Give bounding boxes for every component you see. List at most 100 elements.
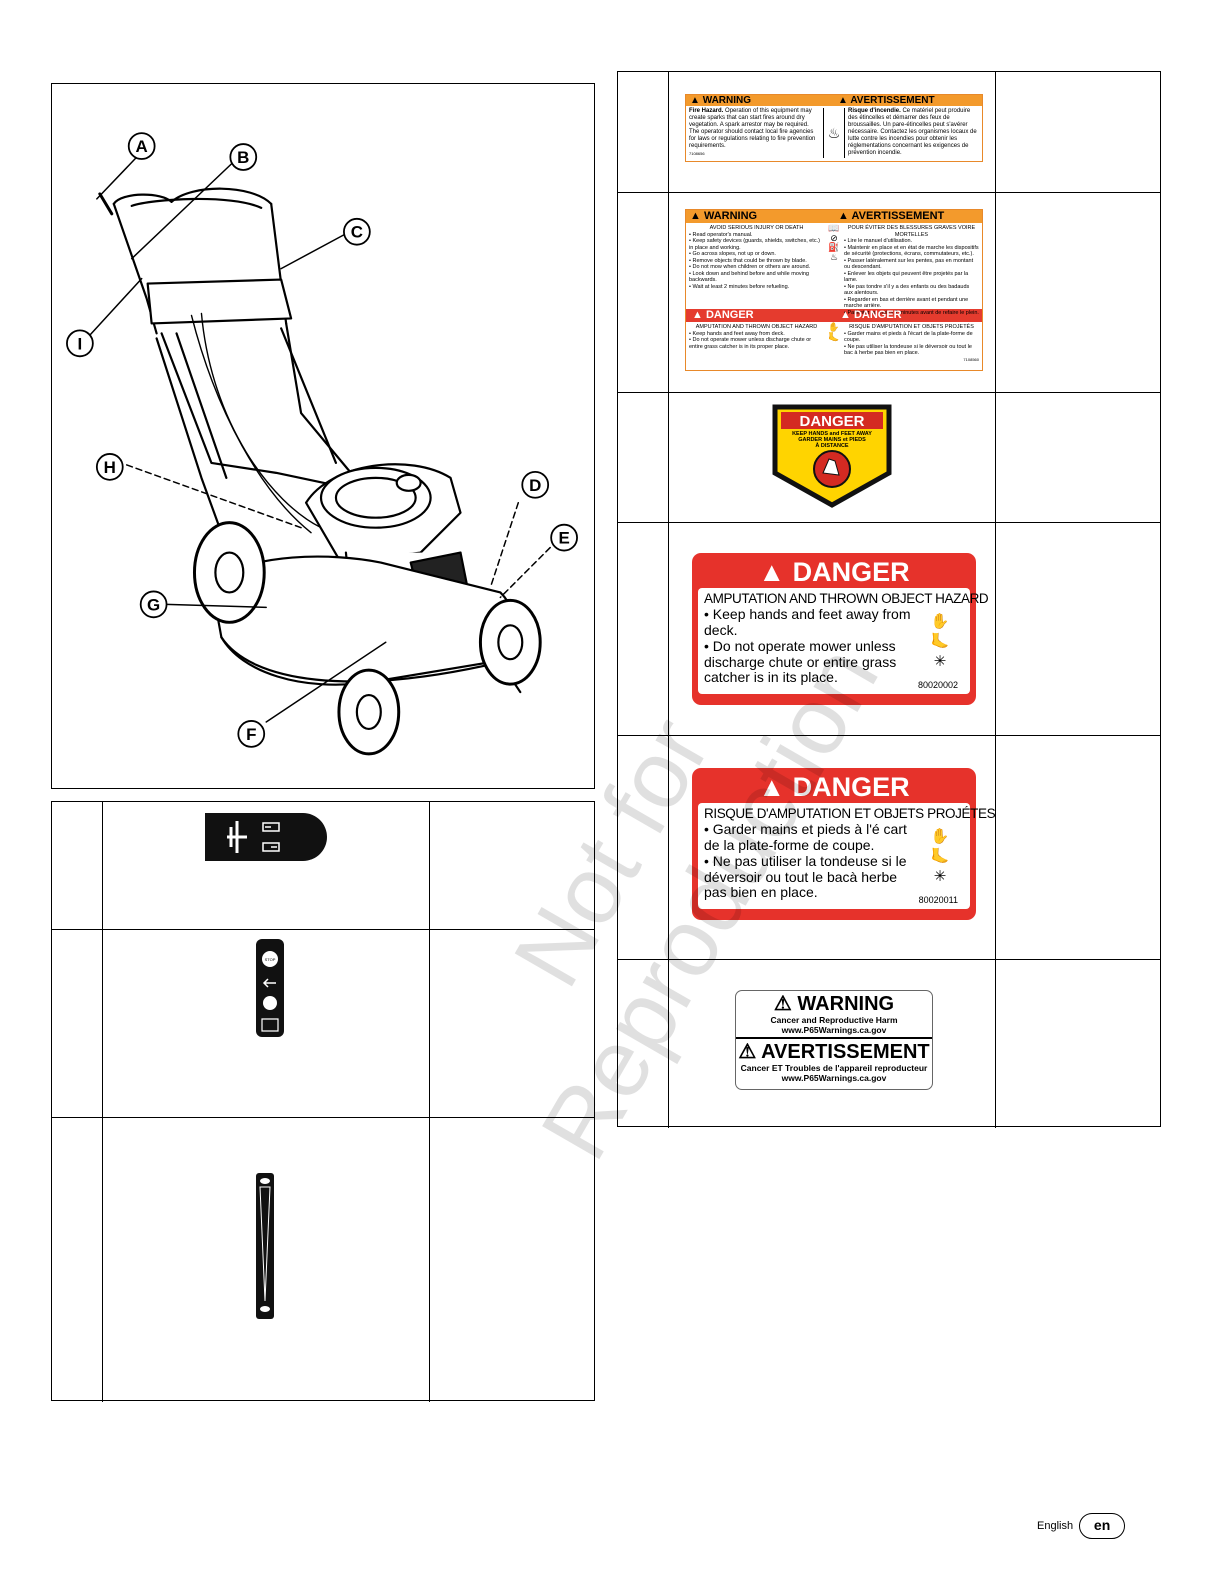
foot-icon: 🦶 <box>930 848 950 865</box>
prop65-line-fr: Cancer ET Troubles de l'appareil reprodu… <box>740 1063 928 1073</box>
combined-hazard-en: AMPUTATION AND THROWN OBJECT HAZARD <box>695 324 818 330</box>
safety-icons: 📖 ⊘ ⛽ ♨ <box>824 223 844 307</box>
combined-code: 7108560 <box>963 356 979 362</box>
hand-icon: ✋ <box>930 828 950 845</box>
combined-item-fr: Maintenir en place et en état de marche … <box>844 244 979 258</box>
combined-sub-en: AVOID SERIOUS INJURY OR DEATH <box>709 225 804 231</box>
fire-icon: ♨ <box>829 251 839 262</box>
combined-hazard-item-fr: Ne pas utiliser la tondeuse si le dévers… <box>844 343 972 357</box>
combined-safety-decal: ▲ WARNING ▲ AVERTISSEMENT AVOID SERIOUS … <box>685 209 983 371</box>
hazard-pictograms: ✋ 🦶 ✳ <box>922 612 958 672</box>
foot-icon: 🦶 <box>828 331 840 342</box>
mower-figure: A B C D E F G H I <box>51 83 595 789</box>
combined-hazard-fr: RISQUE D'AMPUTATION ET OBJETS PROJETÉS <box>849 324 974 330</box>
danger-fr-title: DANGER <box>792 772 910 802</box>
callout-g: G <box>147 595 160 614</box>
manual-icon: 📖 <box>828 223 840 233</box>
danger-en-title: DANGER <box>792 557 910 587</box>
mower-illustration: A B C D E F G H I <box>66 132 578 756</box>
callout-a: A <box>136 137 148 156</box>
danger-decal-french: ▲ DANGER RISQUE D'AMPUTATION ET OBJETS P… <box>692 768 996 920</box>
fire-warning-code: 7108656 <box>689 151 705 156</box>
fire-icon: ♨ <box>823 108 845 158</box>
callout-b: B <box>237 148 249 167</box>
combined-item-en: Look down and behind before and while mo… <box>689 270 809 284</box>
combined-danger-en: DANGER <box>705 309 754 321</box>
fire-warning-header-fr: AVERTISSEMENT <box>850 95 935 106</box>
combined-item-fr: Lire le manuel d'utilisation. <box>847 238 913 244</box>
combined-warning-fr: AVERTISSEMENT <box>851 210 945 222</box>
prop65-title-en: WARNING <box>797 993 895 1015</box>
combined-warning-en: WARNING <box>703 210 758 222</box>
footer-language: English <box>1037 1520 1074 1532</box>
throttle-decal <box>256 1173 274 1319</box>
fire-warning-text-fr: Ce matériel peut produire des étincelles… <box>848 108 977 156</box>
table-row <box>52 1118 594 1402</box>
foot-icon: 🦶 <box>930 633 950 650</box>
thrown-object-icon: ✳ <box>933 868 947 885</box>
table-row: STOP <box>52 930 594 1118</box>
combined-item-fr: Patienter au moins 2 minutes avant de re… <box>847 309 979 316</box>
stop-decal: STOP <box>256 939 284 1037</box>
combined-danger-fr: DANGER <box>853 309 902 321</box>
hex-danger-decal: DANGER KEEP HANDS and FEET AWAY GARDER M… <box>772 404 892 508</box>
left-decal-table: STOP <box>51 801 595 1402</box>
combined-item-fr: Ne pas tondre s'il y a des enfants ou de… <box>844 283 970 297</box>
prop65-decal: ⚠ WARNING Cancer and Reproductive Harm w… <box>735 990 933 1090</box>
hex-danger-line2: GARDER MAINS et PIEDS <box>798 437 866 443</box>
combined-item-en: Read operator's manual. <box>692 231 753 238</box>
combined-item-en: Do not mow when children or others are a… <box>692 264 811 270</box>
danger-en-code: 80020002 <box>917 680 958 690</box>
table-row: DANGER KEEP HANDS and FEET AWAY GARDER M… <box>618 393 1160 523</box>
danger-en-bullet: Do not operate mower unless discharge ch… <box>704 638 897 685</box>
right-decal-table: ▲ WARNING ▲ AVERTISSEMENT Fire Hazard. O… <box>617 71 1161 1128</box>
fire-warning-bold-fr: Risque d'incendie. <box>848 108 901 114</box>
combined-item-en: Go across slopes, not up or down. <box>692 251 776 257</box>
prop65-url-en: www.P65Warnings.ca.gov <box>781 1025 887 1035</box>
fire-warning-bold-en: Fire Hazard. <box>689 108 724 114</box>
prop65-title-fr: AVERTISSEMENT <box>761 1041 930 1063</box>
table-row: ▲ WARNING ▲ AVERTISSEMENT Fire Hazard. O… <box>618 72 1160 193</box>
thrown-object-icon: ✳ <box>933 653 947 670</box>
drive-control-decal <box>205 813 327 861</box>
table-row: ▲ DANGER RISQUE D'AMPUTATION ET OBJETS P… <box>618 736 1160 960</box>
danger-decal-english: ▲ DANGER AMPUTATION AND THROWN OBJECT HA… <box>692 553 989 705</box>
hex-danger-line1: KEEP HANDS and FEET AWAY <box>792 431 872 437</box>
prop65-line-en: Cancer and Reproductive Harm <box>770 1015 898 1025</box>
danger-en-bullet: Keep hands and feet away from deck. <box>704 606 911 638</box>
combined-hazard-item-en: Do not operate mower unless discharge ch… <box>689 337 812 350</box>
callout-a-circle <box>127 132 156 160</box>
hex-danger-title: DANGER <box>799 413 864 430</box>
table-row: ⚠ WARNING Cancer and Reproductive Harm w… <box>618 960 1160 1128</box>
callout-e: E <box>558 529 569 548</box>
callout-d: D <box>529 476 541 495</box>
callout-f: F <box>246 725 256 744</box>
combined-item-fr: Enlever les objets qui peuvent être proj… <box>844 270 969 284</box>
danger-fr-code: 80020011 <box>918 895 958 905</box>
stop-label: STOP <box>265 957 276 962</box>
hand-icon: ✋ <box>930 613 950 630</box>
callout-h: H <box>104 458 116 477</box>
callout-i: I <box>78 334 83 353</box>
danger-en-subtitle: AMPUTATION AND THROWN OBJECT HAZARD <box>704 591 989 606</box>
language-badge: en <box>1079 1513 1126 1539</box>
fire-warning-header-en: WARNING <box>702 95 752 106</box>
fuel-icon: ⛽ <box>828 242 840 252</box>
hand-icon: ✋ <box>828 322 840 332</box>
danger-fr-bullet: Ne pas utiliser la tondeuse si le dévers… <box>704 853 907 900</box>
page-footer: English en <box>1037 1513 1126 1539</box>
combined-sub-fr: POUR ÉVITER DES BLESSURES GRAVES VOIRE M… <box>847 225 976 238</box>
combined-hazard-item-en: Keep hands and feet away from deck. <box>692 330 785 337</box>
callout-c: C <box>351 223 363 242</box>
combined-item-en: Keep safety devices (guards, shields, sw… <box>689 238 820 251</box>
fire-warning-text-en: Operation of this equipment may create s… <box>689 108 816 149</box>
table-row: ▲ DANGER AMPUTATION AND THROWN OBJECT HA… <box>618 523 1160 736</box>
combined-item-en: Wait at least 2 minutes before refueling… <box>692 283 790 290</box>
combined-hazard-item-fr: Garder mains et pieds à l'écart de la pl… <box>844 330 973 344</box>
hex-danger-line3: À DISTANCE <box>815 442 849 449</box>
prop65-url-fr: www.P65Warnings.ca.gov <box>781 1073 887 1083</box>
combined-item-en: Remove objects that could be thrown by b… <box>692 257 807 264</box>
table-row <box>52 802 594 930</box>
hazard-pictograms: ✋ 🦶 ✳ <box>922 827 958 887</box>
danger-fr-subtitle: RISQUE D'AMPUTATION ET OBJETS PROJÉTES <box>704 806 996 821</box>
